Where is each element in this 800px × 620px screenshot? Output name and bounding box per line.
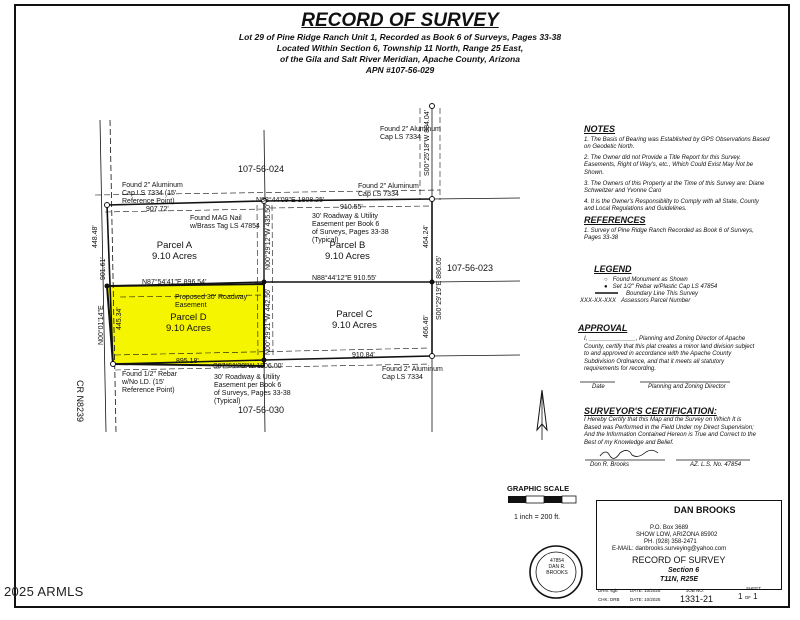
apn-east: 107-56-023 xyxy=(447,263,494,273)
company-address-1: P.O. Box 3689 xyxy=(650,525,689,531)
approval-heading: APPROVAL xyxy=(578,323,628,333)
company-email: E-MAIL: danbrooks.surveying@yahoo.com xyxy=(612,546,727,552)
bearing-center-upper: N00°29'12"W 435.50' xyxy=(265,203,272,270)
surveyor-signature xyxy=(599,449,659,459)
legend-item: ● Set 1/2" Rebar w/Plastic Cap LS 47854 xyxy=(604,284,718,290)
bearing-ab-divide: N87°54'41"E 896.54' xyxy=(142,279,207,286)
surveyor-heading: SURVEYOR'S CERTIFICATION: xyxy=(584,406,717,416)
dist-east-upper: 464.24' xyxy=(423,225,430,248)
references-heading: REFERENCES xyxy=(584,214,646,225)
bearing-east-top: S00°25'18"W 884.04' xyxy=(424,110,431,176)
title-block xyxy=(596,500,782,590)
graphic-scale-bar xyxy=(508,495,577,504)
subtitle-line-1: Lot 29 of Pine Ridge Ranch Unit 1, Recor… xyxy=(238,32,562,42)
note-item: 3. The Owners of this Property at the Ti… xyxy=(584,180,765,195)
doc-section: Section 6 xyxy=(668,567,700,574)
road-label: CR N8239 xyxy=(75,380,85,423)
note-item: 1. The Basis of Bearing was Established … xyxy=(584,136,770,151)
monument-nw xyxy=(104,202,110,208)
approval-text: I, ______________, Planning and Zoning D… xyxy=(584,336,755,373)
monument-e-mid xyxy=(429,279,435,285)
subtitle-line-2: Located Within Section 6, Township 11 No… xyxy=(276,43,524,53)
graphic-scale-label: GRAPHIC SCALE xyxy=(507,484,570,493)
checked-by: CHK: DRB xyxy=(598,597,620,602)
checked-date: DATE: 10/2025 xyxy=(630,597,661,602)
watermark: 2025 ARMLS xyxy=(4,584,84,599)
bearing-n-top: N88°44'09"E 1808.25' xyxy=(256,197,325,204)
doc-township: T11N, R25E xyxy=(660,576,698,583)
bearing-bot: S87°51'30"W 1806.00' xyxy=(213,363,283,370)
ab-divide-line xyxy=(106,281,265,287)
dist-bot-left: 895.18' xyxy=(176,358,199,365)
dist-a-top: 907.72' xyxy=(146,206,169,213)
subtitle-line-4: APN #107-56-029 xyxy=(365,65,435,75)
graphic-scale-note: 1 inch = 200 ft. xyxy=(514,514,561,521)
monument-w-mid xyxy=(104,283,110,289)
dist-west-lower: 445.34' xyxy=(116,307,123,330)
monument-ne-top xyxy=(429,103,435,109)
monument-sw xyxy=(110,361,116,367)
drawn-by: DRN: sgb xyxy=(598,588,618,593)
legend-item: XXX-XX-XXX Assessors Parcel Number xyxy=(580,298,691,304)
dist-b-top: 910.55' xyxy=(340,204,363,211)
monument-se xyxy=(429,353,435,359)
doc-title: RECORD OF SURVEY xyxy=(632,555,726,565)
monument-center xyxy=(261,279,267,285)
west-boundary xyxy=(106,204,114,365)
reference-item: 1. Survey of Pine Ridge Ranch Recorded a… xyxy=(584,227,754,242)
note-item: 2. The Owner did not Provide a Title Rep… xyxy=(584,154,754,176)
company-phone: PH. (928) 358-2471 xyxy=(644,539,697,545)
dist-west-upper: 448.48' xyxy=(92,225,99,248)
surveyor-seal xyxy=(529,545,583,599)
company-address-2: SHOW LOW, ARIZONA 85902 xyxy=(636,532,718,538)
notes-heading: NOTES xyxy=(584,124,616,134)
surveyor-name: Don R. Brooks xyxy=(590,462,630,468)
notes-panel: NOTES 1. The Basis of Bearing was Establ… xyxy=(584,124,770,246)
sheet-label: SHEET xyxy=(746,586,762,591)
legend-item: Boundary Line This Survey xyxy=(626,291,699,297)
approval-date-label: Date xyxy=(592,384,605,390)
page-title: RECORD OF SURVEY xyxy=(301,10,499,31)
bearing-center-lower: N00°29'21"W 442.56' xyxy=(265,288,272,355)
surveyor-license: AZ. L.S. No. 47854 xyxy=(690,462,742,468)
subtitle-line-3: of the Gila and Salt River Meridian, Apa… xyxy=(280,54,520,64)
job-number: 1331-21 xyxy=(680,594,714,604)
company-name: DAN BROOKS xyxy=(674,505,736,515)
monument-n-mid xyxy=(261,198,267,204)
dist-bot-right: 910.84' xyxy=(352,352,375,359)
bearing-mid-east: N88°44'12"E 910.55' xyxy=(312,275,377,282)
monument-ne xyxy=(429,196,435,202)
drawn-date: DATE: 10/2025 xyxy=(630,588,661,593)
monument-s-mid xyxy=(261,357,267,363)
note-item: 4. It is the Owner's Responsibility to C… xyxy=(584,198,759,213)
apn-south: 107-56-030 xyxy=(238,405,285,415)
sheet-number: 1 OF 1 xyxy=(738,592,758,601)
dist-west-left: 901.61' xyxy=(100,257,107,280)
apn-north: 107-56-024 xyxy=(238,164,285,174)
approval-director-label: Planning and Zoning Director xyxy=(648,384,726,390)
bearing-east: S00°29'19"E 886.05' xyxy=(436,255,443,320)
surveyor-text: I Hereby Certify that this Map and the S… xyxy=(584,417,756,446)
dist-east-lower: 466.46' xyxy=(423,315,430,338)
job-label: JOB NO. xyxy=(686,588,705,593)
bearing-west: N00°01'14"E xyxy=(98,305,105,345)
legend-heading: LEGEND xyxy=(594,264,632,274)
legend-item: ○ Found Monument as Shown xyxy=(604,277,688,283)
